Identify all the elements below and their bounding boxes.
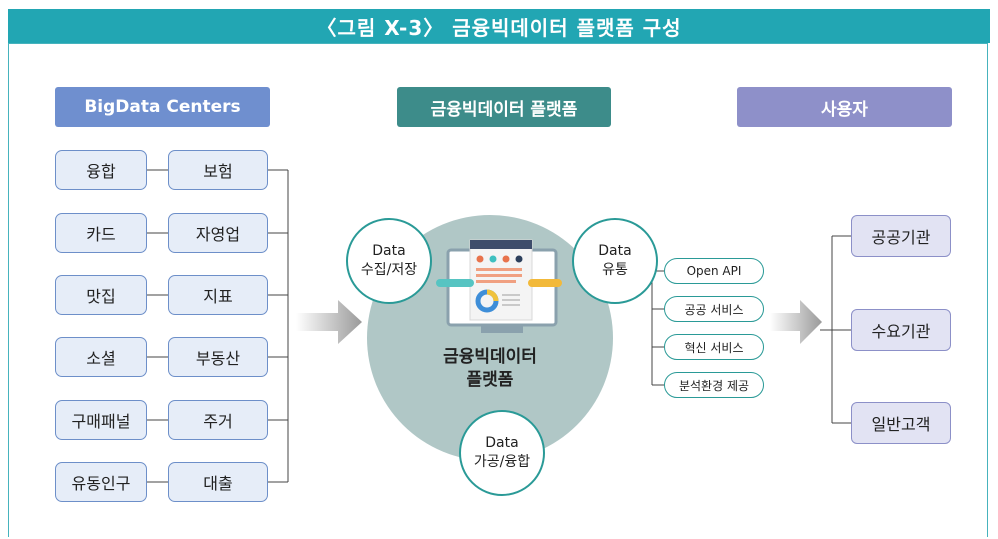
center-box: 부동산 xyxy=(168,337,268,377)
bubble-line: Data xyxy=(372,243,406,259)
center-box: 지표 xyxy=(168,275,268,315)
bubble-line: 수집/저장 xyxy=(360,262,418,278)
service-pill: 혁신 서비스 xyxy=(664,334,764,360)
data-collect-bubble: Data 수집/저장 xyxy=(346,218,432,304)
platform-center-label: 금융빅데이터 플랫폼 xyxy=(430,346,550,392)
arrow-right-icon xyxy=(296,300,362,344)
center-box: 대출 xyxy=(168,462,268,502)
center-box: 융합 xyxy=(55,150,147,190)
center-box: 주거 xyxy=(168,400,268,440)
bubble-line: Data xyxy=(598,243,632,259)
bubble-line: Data xyxy=(485,435,519,451)
figure-frame xyxy=(8,43,988,537)
users-header: 사용자 xyxy=(737,87,952,127)
center-label-line: 금융빅데이터 xyxy=(443,347,537,367)
bigdata-centers-header: BigData Centers xyxy=(55,87,270,127)
center-box: 맛집 xyxy=(55,275,147,315)
service-pill: 분석환경 제공 xyxy=(664,372,764,398)
center-box: 유동인구 xyxy=(55,462,147,502)
service-pill: Open API xyxy=(664,258,764,284)
figure-title: 〈그림 X-3〉 금융빅데이터 플랫폼 구성 xyxy=(8,9,990,43)
user-box: 수요기관 xyxy=(851,309,951,351)
data-process-bubble: Data 가공/융합 xyxy=(459,410,545,496)
bubble-line: 가공/융합 xyxy=(473,454,531,470)
center-box: 카드 xyxy=(55,213,147,253)
platform-header: 금융빅데이터 플랫폼 xyxy=(397,87,611,127)
service-pill: 공공 서비스 xyxy=(664,296,764,322)
center-box: 보험 xyxy=(168,150,268,190)
bubble-line: 유통 xyxy=(602,262,628,278)
user-box: 일반고객 xyxy=(851,402,951,444)
center-box: 소셜 xyxy=(55,337,147,377)
center-label-line: 플랫폼 xyxy=(466,370,514,390)
arrow-right-icon xyxy=(770,300,822,344)
monitor-dashboard-icon xyxy=(436,239,562,333)
user-box: 공공기관 xyxy=(851,215,951,257)
center-box: 자영업 xyxy=(168,213,268,253)
center-box: 구매패널 xyxy=(55,400,147,440)
data-distribute-bubble: Data 유통 xyxy=(572,218,658,304)
